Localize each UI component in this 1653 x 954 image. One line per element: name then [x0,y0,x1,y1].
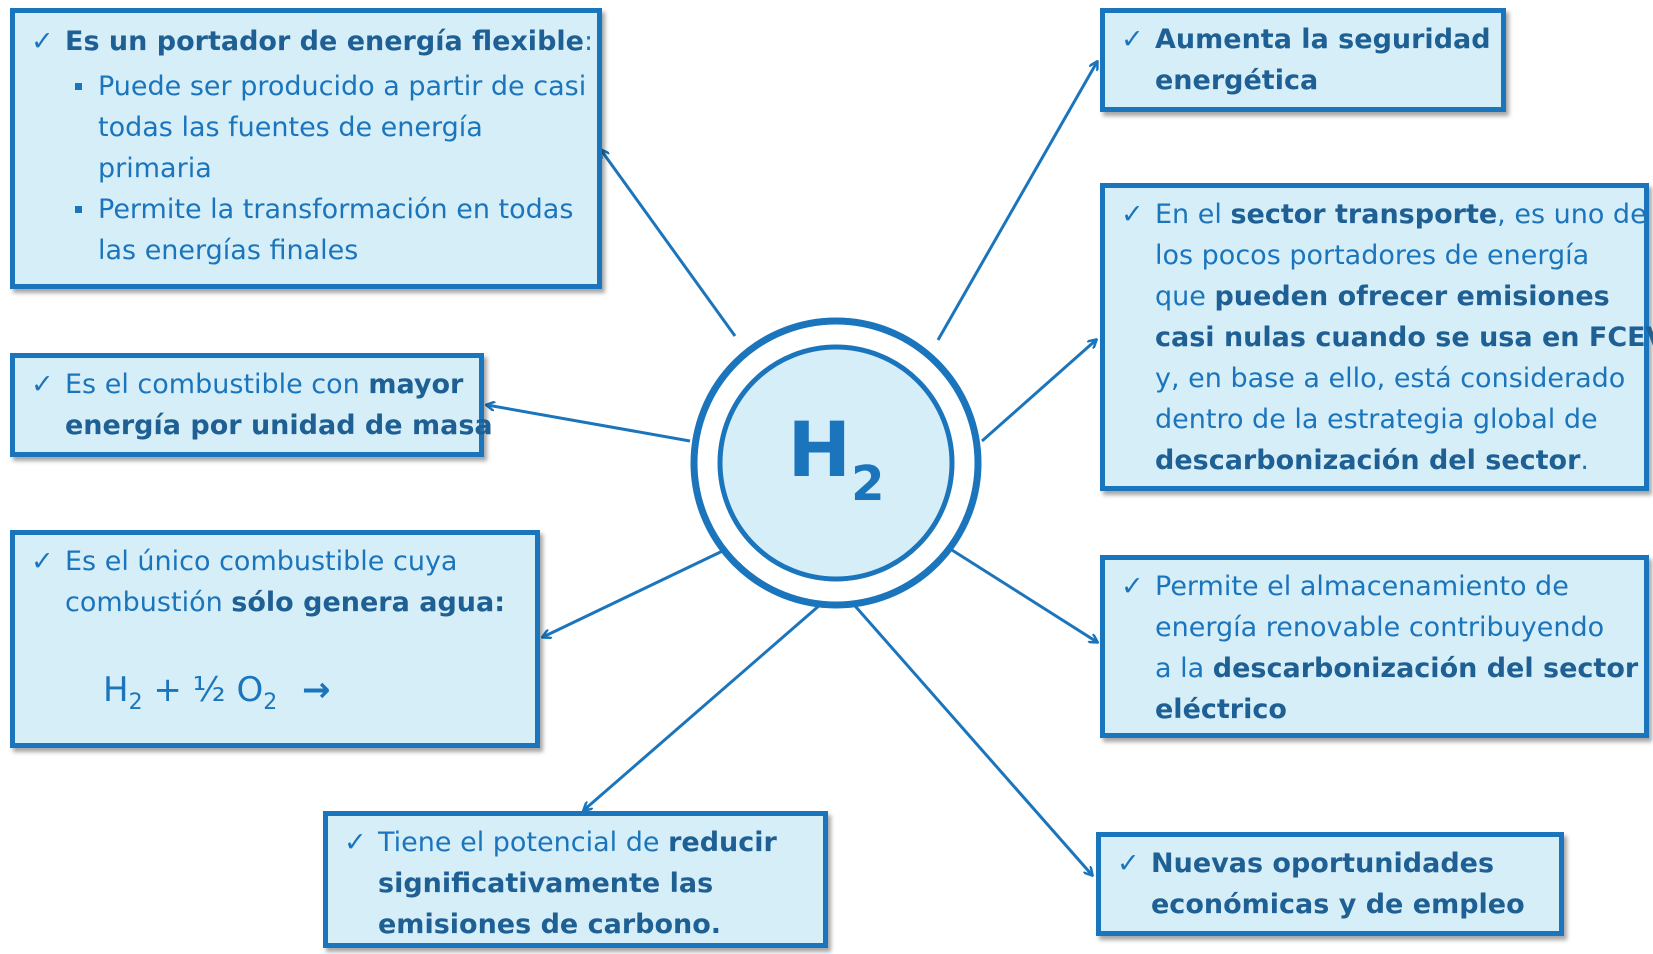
benefit-box-carbon-reduction: ✓ Tiene el potencial de reducir signific… [323,811,828,948]
arrow-to-water [543,544,734,637]
flexible-bullet-list: Puede ser producido a partir de casi tod… [31,66,586,271]
combustion-formula: H2 + ½ O2 → [103,670,331,715]
check-icon: ✓ [344,827,367,858]
square-bullet-icon [75,83,82,90]
right-arrow-icon: → [302,670,331,710]
hydrogen-hub: H2 [720,400,952,526]
benefit-box-flexible-carrier: ✓ Es un portador de energía flexible: Pu… [10,8,602,289]
benefit-box-renewable-storage: ✓ Permite el almacenamiento de energía r… [1100,555,1649,738]
square-bullet-icon [75,206,82,213]
benefit-box-transport-sector: ✓ En el sector transporte, es uno de los… [1100,183,1653,491]
flexible-heading: ✓ Es un portador de energía flexible: [31,21,593,62]
hub-inner-circle [717,344,955,582]
arrow-to-transport [981,340,1096,443]
arrow-to-storage [943,543,1097,642]
check-icon: ✓ [1117,848,1140,879]
list-item: Permite la transformación en todas las e… [31,189,583,271]
check-icon: ✓ [31,546,54,577]
arrow-to-jobs [839,589,1092,875]
arrow-to-flexible [601,150,737,337]
check-icon: ✓ [1121,571,1144,602]
benefit-box-energy-security: ✓ Aumenta la seguridad energética [1100,8,1506,112]
arrow-to-security [936,62,1097,341]
check-icon: ✓ [1121,24,1144,55]
hub-symbol: H [787,405,852,494]
check-icon: ✓ [1121,199,1144,230]
arrow-to-mass [487,405,691,443]
benefit-box-energy-density: ✓ Es el combustible con mayor energía po… [10,353,493,457]
list-item: Puede ser producido a partir de casi tod… [31,66,586,189]
arrow-to-carbon [584,589,837,810]
check-icon: ✓ [31,26,54,57]
benefit-box-only-water: ✓ Es el único combustible cuya combustió… [10,530,540,748]
benefit-box-economic-opportunities: ✓ Nuevas oportunidades económicas y de e… [1096,832,1564,936]
hub-subscript: 2 [851,456,885,512]
check-icon: ✓ [31,369,54,400]
